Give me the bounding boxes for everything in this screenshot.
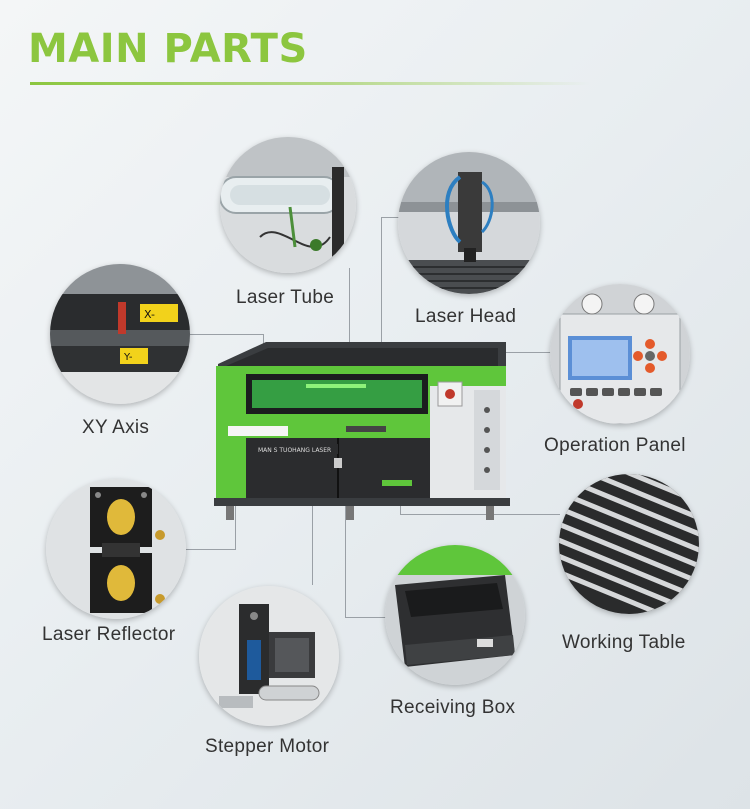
connector-laser-tube: [349, 268, 350, 350]
part-label-laser-tube: Laser Tube: [236, 287, 335, 308]
laser-tube-image: [220, 137, 356, 273]
receiving-box-image: [385, 545, 525, 685]
part-label-stepper-motor: Stepper Motor: [205, 736, 330, 757]
connector-reflector-h: [186, 549, 236, 550]
connector-laser-head-h: [381, 217, 403, 218]
page-title: MAIN PARTS: [28, 26, 308, 72]
connector-stepper-v: [312, 490, 313, 585]
connector-receiving-v: [345, 488, 346, 618]
part-label-receiving-box: Receiving Box: [390, 697, 516, 718]
connector-xy-axis-h: [188, 334, 264, 335]
connector-receiving-h: [345, 617, 387, 618]
laser-reflector-image: [46, 479, 186, 619]
connector-working-h: [400, 514, 560, 515]
xy-axis-image: X- Y-: [50, 264, 190, 404]
connector-laser-head-v: [381, 217, 382, 362]
stepper-motor-image: [199, 586, 339, 726]
title-underline: [30, 82, 590, 85]
x-axis-tag: X-: [144, 308, 155, 321]
connector-operation-panel: [462, 352, 552, 353]
laser-head-image: [398, 152, 540, 294]
part-label-laser-reflector: Laser Reflector: [42, 624, 176, 645]
part-label-working-table: Working Table: [562, 632, 686, 653]
part-label-xy-axis: XY Axis: [82, 417, 150, 438]
y-axis-tag: Y-: [123, 352, 133, 363]
working-table-image: [559, 474, 699, 614]
laser-cutting-machine: MAN S TUOHANG LASER: [206, 330, 526, 530]
brand-plate: MAN S TUOHANG LASER: [258, 447, 331, 454]
part-label-operation-panel: Operation Panel: [544, 435, 686, 456]
operation-panel-image: [550, 284, 690, 424]
part-label-laser-head: Laser Head: [415, 306, 517, 327]
